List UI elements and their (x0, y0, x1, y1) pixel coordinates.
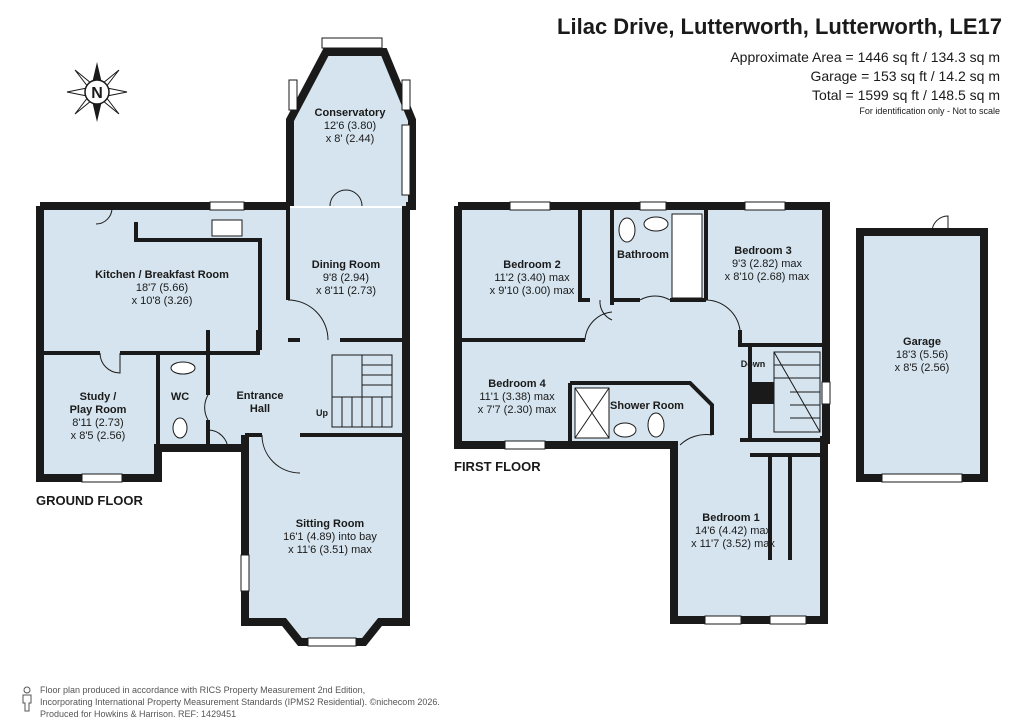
bed4-dim1: 11'1 (3.38) max (479, 391, 555, 403)
conservatory-dim2: x 8' (2.44) (326, 133, 375, 145)
kitchen-dim2: x 10'8 (3.26) (132, 295, 193, 307)
garage-dim2: x 8'5 (2.56) (895, 362, 950, 374)
sitting-dim2: x 11'6 (3.51) max (288, 544, 372, 556)
kitchen-label: Kitchen / Breakfast Room (95, 269, 229, 281)
footer-credits: Floor plan produced in accordance with R… (40, 684, 440, 720)
bed1-label: Bedroom 1 (702, 512, 759, 524)
entrance-area (208, 318, 406, 448)
person-icon (22, 686, 32, 712)
wc-label: WC (171, 391, 189, 403)
conservatory-dim1: 12'6 (3.80) (324, 120, 376, 132)
compass-icon: N (66, 62, 128, 122)
entrance-label-2: Hall (250, 403, 270, 415)
conservatory-area (288, 50, 410, 206)
stairs-up-label: Up (316, 408, 328, 418)
garage-dim1: 18'3 (5.56) (896, 349, 948, 361)
first-stairs (752, 351, 821, 433)
area-garage: Garage = 153 sq ft / 14.2 sq m (810, 68, 1001, 84)
dining-dim1: 9'8 (2.94) (323, 272, 369, 284)
entrance-label-1: Entrance (236, 390, 283, 402)
first-floor-area (458, 208, 824, 618)
footer-line-2: Incorporating International Property Mea… (40, 697, 440, 707)
footer-line-1: Floor plan produced in accordance with R… (40, 685, 366, 695)
study-dim2: x 8'5 (2.56) (71, 430, 126, 442)
property-title: Lilac Drive, Lutterworth, Lutterworth, L… (557, 14, 1002, 39)
study-label-1: Study / (80, 391, 117, 403)
bathroom-label: Bathroom (617, 249, 669, 261)
bed3-dim1: 9'3 (2.82) max (732, 258, 802, 270)
study-label-2: Play Room (70, 404, 127, 416)
bed1-dim2: x 11'7 (3.52) max (691, 538, 775, 550)
shower-label: Shower Room (610, 400, 684, 412)
bed2-dim2: x 9'10 (3.00) max (490, 285, 575, 297)
kitchen-dim1: 18'7 (5.66) (136, 282, 188, 294)
compass-letter: N (91, 85, 103, 102)
sitting-dim1: 16'1 (4.89) into bay (283, 531, 377, 543)
bed2-label: Bedroom 2 (503, 259, 560, 271)
study-area (40, 353, 158, 478)
area-approx: Approximate Area = 1446 sq ft / 134.3 sq… (730, 49, 1000, 65)
disclaimer-note: For identification only - Not to scale (859, 106, 1000, 116)
bed2-dim1: 11'2 (3.40) max (494, 272, 570, 284)
study-dim1: 8'11 (2.73) (72, 417, 123, 429)
sitting-area (245, 435, 406, 638)
sitting-label: Sitting Room (296, 518, 365, 530)
bed4-dim2: x 7'7 (2.30) max (478, 404, 557, 416)
first-floor-label: FIRST FLOOR (454, 459, 541, 474)
bed3-dim2: x 8'10 (2.68) max (725, 271, 810, 283)
ground-floor: Conservatory 12'6 (3.80) x 8' (2.44) Kit… (36, 37, 416, 647)
first-floor: Bedroom 2 11'2 (3.40) max x 9'10 (3.00) … (454, 201, 831, 625)
area-total: Total = 1599 sq ft / 148.5 sq m (812, 87, 1000, 103)
garage: Garage 18'3 (5.56) x 8'5 (2.56) (856, 215, 988, 483)
dining-area (288, 208, 406, 338)
bed4-label: Bedroom 4 (488, 378, 546, 390)
garage-area (860, 232, 984, 478)
area-summary: Approximate Area = 1446 sq ft / 134.3 sq… (730, 48, 1000, 105)
dining-label: Dining Room (312, 259, 381, 271)
ground-floor-label: GROUND FLOOR (36, 493, 143, 508)
bed1-dim1: 14'6 (4.42) max (695, 525, 772, 537)
ground-stairs (331, 354, 393, 428)
dining-dim2: x 8'11 (2.73) (316, 285, 376, 297)
garage-label: Garage (903, 336, 941, 348)
stairs-down-label: Down (741, 359, 766, 369)
footer-line-3: Produced for Howkins & Harrison. REF: 14… (40, 709, 237, 719)
conservatory-label: Conservatory (315, 107, 387, 119)
bed3-label: Bedroom 3 (734, 245, 791, 257)
